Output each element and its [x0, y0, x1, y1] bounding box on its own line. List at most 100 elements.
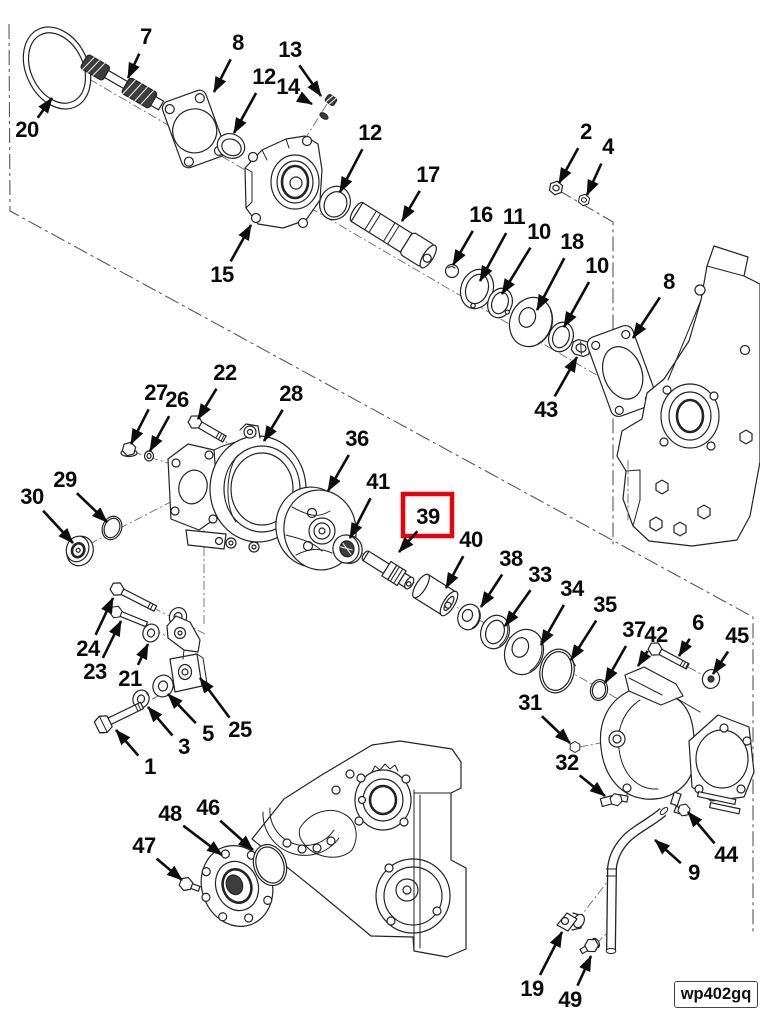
callout-33-27[interactable]: 33 — [503, 562, 552, 627]
callout-19-50[interactable]: 19 — [520, 931, 564, 1001]
callout-label[interactable]: 6 — [692, 610, 705, 635]
callout-8-1[interactable]: 8 — [212, 30, 245, 93]
callout-17-7[interactable]: 17 — [400, 162, 440, 222]
callout-label[interactable]: 25 — [228, 717, 252, 742]
callout-22-20[interactable]: 22 — [196, 360, 237, 420]
callout-label[interactable]: 32 — [555, 750, 579, 775]
callout-38-26[interactable]: 38 — [479, 546, 523, 608]
callout-label[interactable]: 22 — [213, 360, 237, 385]
callout-label[interactable]: 11 — [503, 204, 526, 229]
callout-label[interactable]: 20 — [15, 117, 39, 142]
callout-5-41[interactable]: 5 — [167, 693, 215, 746]
callout-35-29[interactable]: 35 — [569, 592, 617, 661]
callout-label[interactable]: 17 — [416, 162, 440, 187]
callout-43-17[interactable]: 43 — [534, 356, 579, 422]
callout-label[interactable]: 21 — [118, 666, 142, 691]
callout-29-34[interactable]: 29 — [53, 467, 108, 523]
callout-49-51[interactable]: 49 — [558, 955, 593, 1012]
callout-label[interactable]: 29 — [53, 467, 77, 492]
callout-label[interactable]: 27 — [144, 380, 168, 405]
callout-7-0[interactable]: 7 — [126, 24, 153, 79]
callout-label[interactable]: 48 — [158, 801, 182, 826]
callout-label[interactable]: 28 — [279, 381, 303, 406]
callout-37-30[interactable]: 37 — [603, 617, 646, 684]
callout-label[interactable]: 8 — [663, 269, 676, 294]
callout-10-12[interactable]: 10 — [500, 219, 551, 295]
callout-label[interactable]: 44 — [714, 842, 739, 867]
callout-label[interactable]: 9 — [688, 860, 701, 885]
callout-label[interactable]: 2 — [580, 119, 593, 144]
callout-11-11[interactable]: 11 — [478, 204, 526, 282]
callout-45-33[interactable]: 45 — [711, 623, 749, 675]
callout-label[interactable]: 46 — [196, 795, 220, 820]
callout-14-4[interactable]: 14 — [276, 74, 313, 106]
callout-label[interactable]: 10 — [527, 219, 551, 244]
callout-label[interactable]: 41 — [366, 469, 390, 494]
callout-34-28[interactable]: 34 — [539, 576, 585, 646]
callout-30-35[interactable]: 30 — [20, 484, 74, 544]
callout-label[interactable]: 33 — [528, 562, 552, 587]
callout-48-45[interactable]: 48 — [158, 801, 223, 857]
callout-18-13[interactable]: 18 — [535, 229, 584, 311]
callout-label[interactable]: 37 — [622, 617, 646, 642]
callout-label[interactable]: 14 — [276, 74, 301, 99]
callout-label[interactable]: 30 — [20, 484, 44, 509]
callout-10-14[interactable]: 10 — [562, 253, 609, 328]
callout-label[interactable]: 36 — [345, 426, 369, 451]
callout-label[interactable]: 34 — [560, 576, 585, 601]
callout-label[interactable]: 24 — [76, 636, 101, 661]
callout-20-5[interactable]: 20 — [15, 97, 54, 142]
callout-36-22[interactable]: 36 — [326, 426, 369, 492]
callout-21-38[interactable]: 21 — [118, 643, 150, 691]
callout-label[interactable]: 18 — [560, 229, 584, 254]
callout-label[interactable]: 42 — [644, 622, 668, 647]
callout-label[interactable]: 5 — [202, 721, 215, 746]
callout-9-48[interactable]: 9 — [654, 839, 701, 885]
callout-6-32[interactable]: 6 — [677, 610, 705, 657]
callout-32-44[interactable]: 32 — [555, 750, 606, 798]
callout-label[interactable]: 35 — [593, 592, 617, 617]
callout-1-39[interactable]: 1 — [115, 729, 157, 779]
callout-label[interactable]: 13 — [278, 37, 302, 62]
callout-label[interactable]: 1 — [144, 754, 157, 779]
callout-12-6[interactable]: 12 — [338, 120, 382, 193]
callout-12-3[interactable]: 12 — [232, 64, 276, 134]
callout-label[interactable]: 10 — [585, 253, 609, 278]
callout-label[interactable]: 16 — [469, 202, 493, 227]
callout-label[interactable]: 15 — [210, 262, 234, 287]
callout-label[interactable]: 3 — [178, 734, 191, 759]
callout-4-9[interactable]: 4 — [585, 134, 616, 196]
callout-label[interactable]: 39 — [416, 504, 440, 529]
callout-15-16[interactable]: 15 — [210, 224, 253, 287]
callout-label[interactable]: 12 — [252, 64, 276, 89]
callout-13-2[interactable]: 13 — [278, 37, 323, 97]
callout-label[interactable]: 31 — [518, 690, 542, 715]
callout-24-36[interactable]: 24 — [76, 597, 115, 661]
callout-label[interactable]: 45 — [725, 623, 749, 648]
callout-40-25[interactable]: 40 — [444, 527, 483, 589]
callout-label[interactable]: 47 — [132, 833, 156, 858]
callout-label[interactable]: 8 — [232, 30, 245, 55]
callout-23-37[interactable]: 23 — [83, 620, 123, 684]
callout-46-46[interactable]: 46 — [196, 795, 254, 851]
callout-8-15[interactable]: 8 — [631, 269, 676, 339]
callout-25-42[interactable]: 25 — [198, 677, 252, 742]
callout-41-23[interactable]: 41 — [348, 469, 390, 539]
callout-31-43[interactable]: 31 — [518, 690, 571, 744]
callout-label[interactable]: 43 — [534, 397, 558, 422]
callout-label[interactable]: 12 — [358, 120, 382, 145]
callout-label[interactable]: 23 — [83, 659, 107, 684]
callout-label[interactable]: 49 — [558, 987, 582, 1012]
callout-label[interactable]: 40 — [459, 527, 483, 552]
callout-47-47[interactable]: 47 — [132, 833, 183, 881]
callout-3-40[interactable]: 3 — [147, 706, 191, 759]
callout-label[interactable]: 19 — [520, 976, 544, 1001]
callout-16-10[interactable]: 16 — [451, 202, 493, 266]
callout-label[interactable]: 26 — [165, 387, 189, 412]
callout-44-49[interactable]: 44 — [687, 811, 739, 867]
callout-2-8[interactable]: 2 — [557, 119, 593, 184]
callout-label[interactable]: 38 — [499, 546, 523, 571]
callout-39-24[interactable]: 39 — [398, 504, 440, 553]
callout-42-31[interactable]: 42 — [636, 622, 668, 667]
callout-28-21[interactable]: 28 — [262, 381, 303, 442]
